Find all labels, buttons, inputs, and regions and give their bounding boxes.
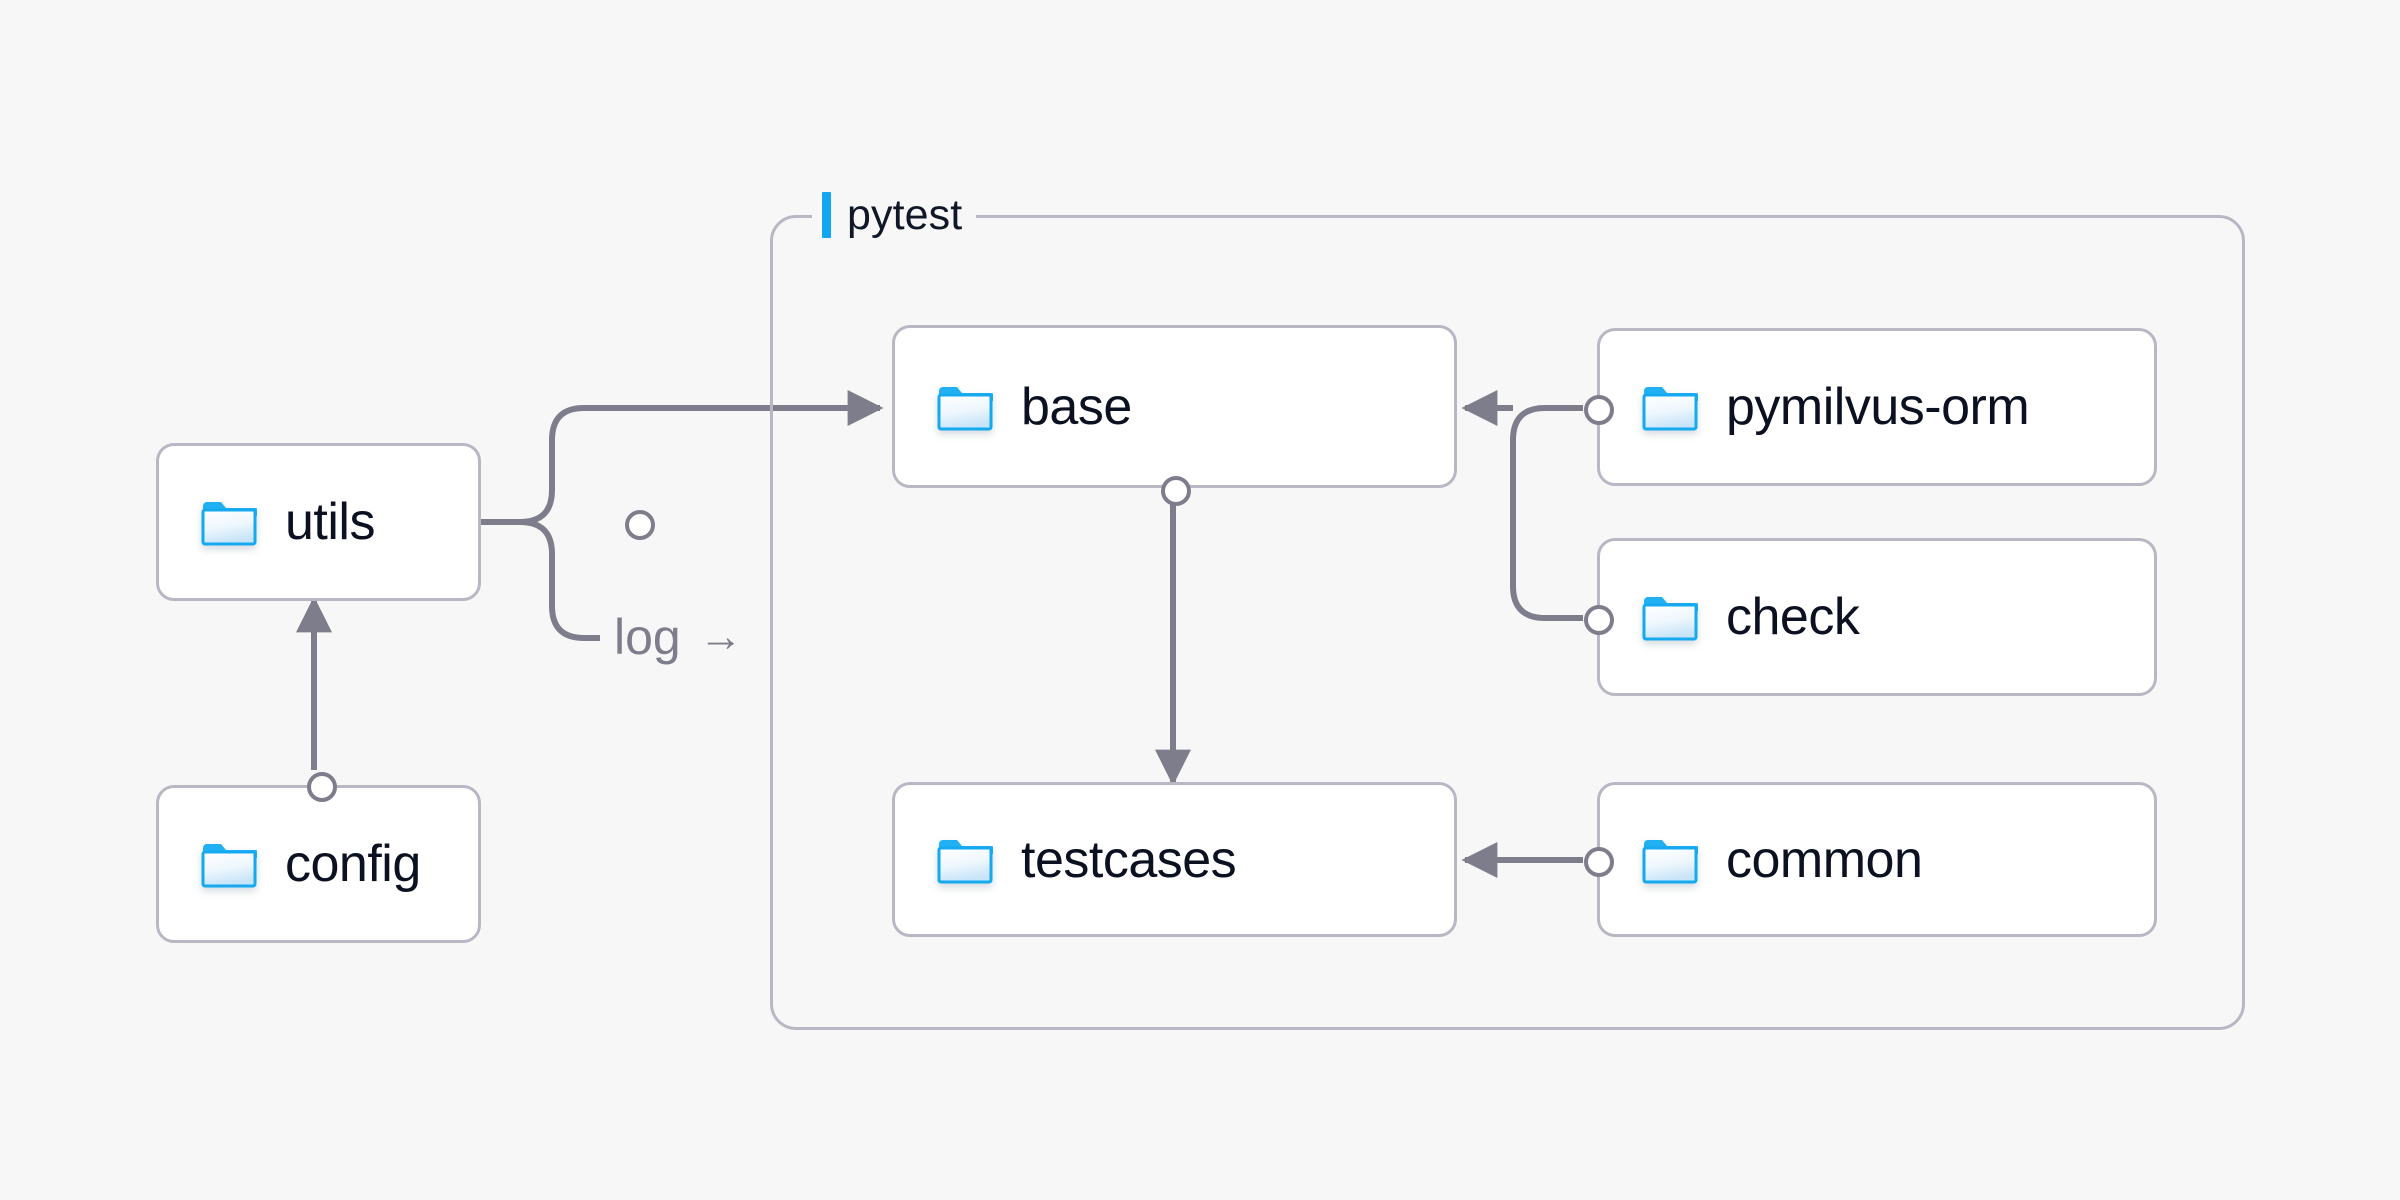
folder-icon [1642,593,1698,641]
group-accent-bar [822,192,831,238]
group-title-text: pytest [847,190,963,239]
folder-icon [937,383,993,431]
group-label-pytest: pytest [812,187,977,243]
folder-icon [201,840,257,888]
node-pymilvus-orm[interactable]: pymilvus-orm [1584,328,2157,486]
node-testcases[interactable]: testcases [892,782,1457,937]
group-container-pytest [770,215,2245,1030]
connector-check-left[interactable] [1584,605,1614,635]
folder-icon [201,498,257,546]
arrow-right-icon: → [698,612,743,661]
connector-utils-right[interactable] [625,510,655,540]
edge-label-log-text: log [614,609,681,665]
connector-base-bottom[interactable] [1161,476,1191,506]
edge-label-log: log → [600,605,757,669]
connector-pymilvus-orm-left[interactable] [1584,395,1614,425]
node-config-label: config [285,835,421,893]
folder-icon [1642,836,1698,884]
folder-icon [1642,383,1698,431]
node-utils-label: utils [285,493,375,551]
connector-config-top[interactable] [307,772,337,802]
connector-common-left[interactable] [1584,847,1614,877]
node-base[interactable]: base [892,325,1457,506]
node-pymilvus-orm-label: pymilvus-orm [1726,378,2030,436]
node-base-label: base [1021,377,1132,436]
node-config[interactable]: config [156,772,481,943]
node-check[interactable]: check [1584,538,2157,696]
node-utils[interactable]: utils [156,443,655,601]
node-testcases-label: testcases [1021,830,1237,889]
folder-icon [937,836,993,884]
node-check-label: check [1726,588,1860,646]
node-common[interactable]: common [1584,782,2157,937]
node-common-label: common [1726,830,1923,889]
